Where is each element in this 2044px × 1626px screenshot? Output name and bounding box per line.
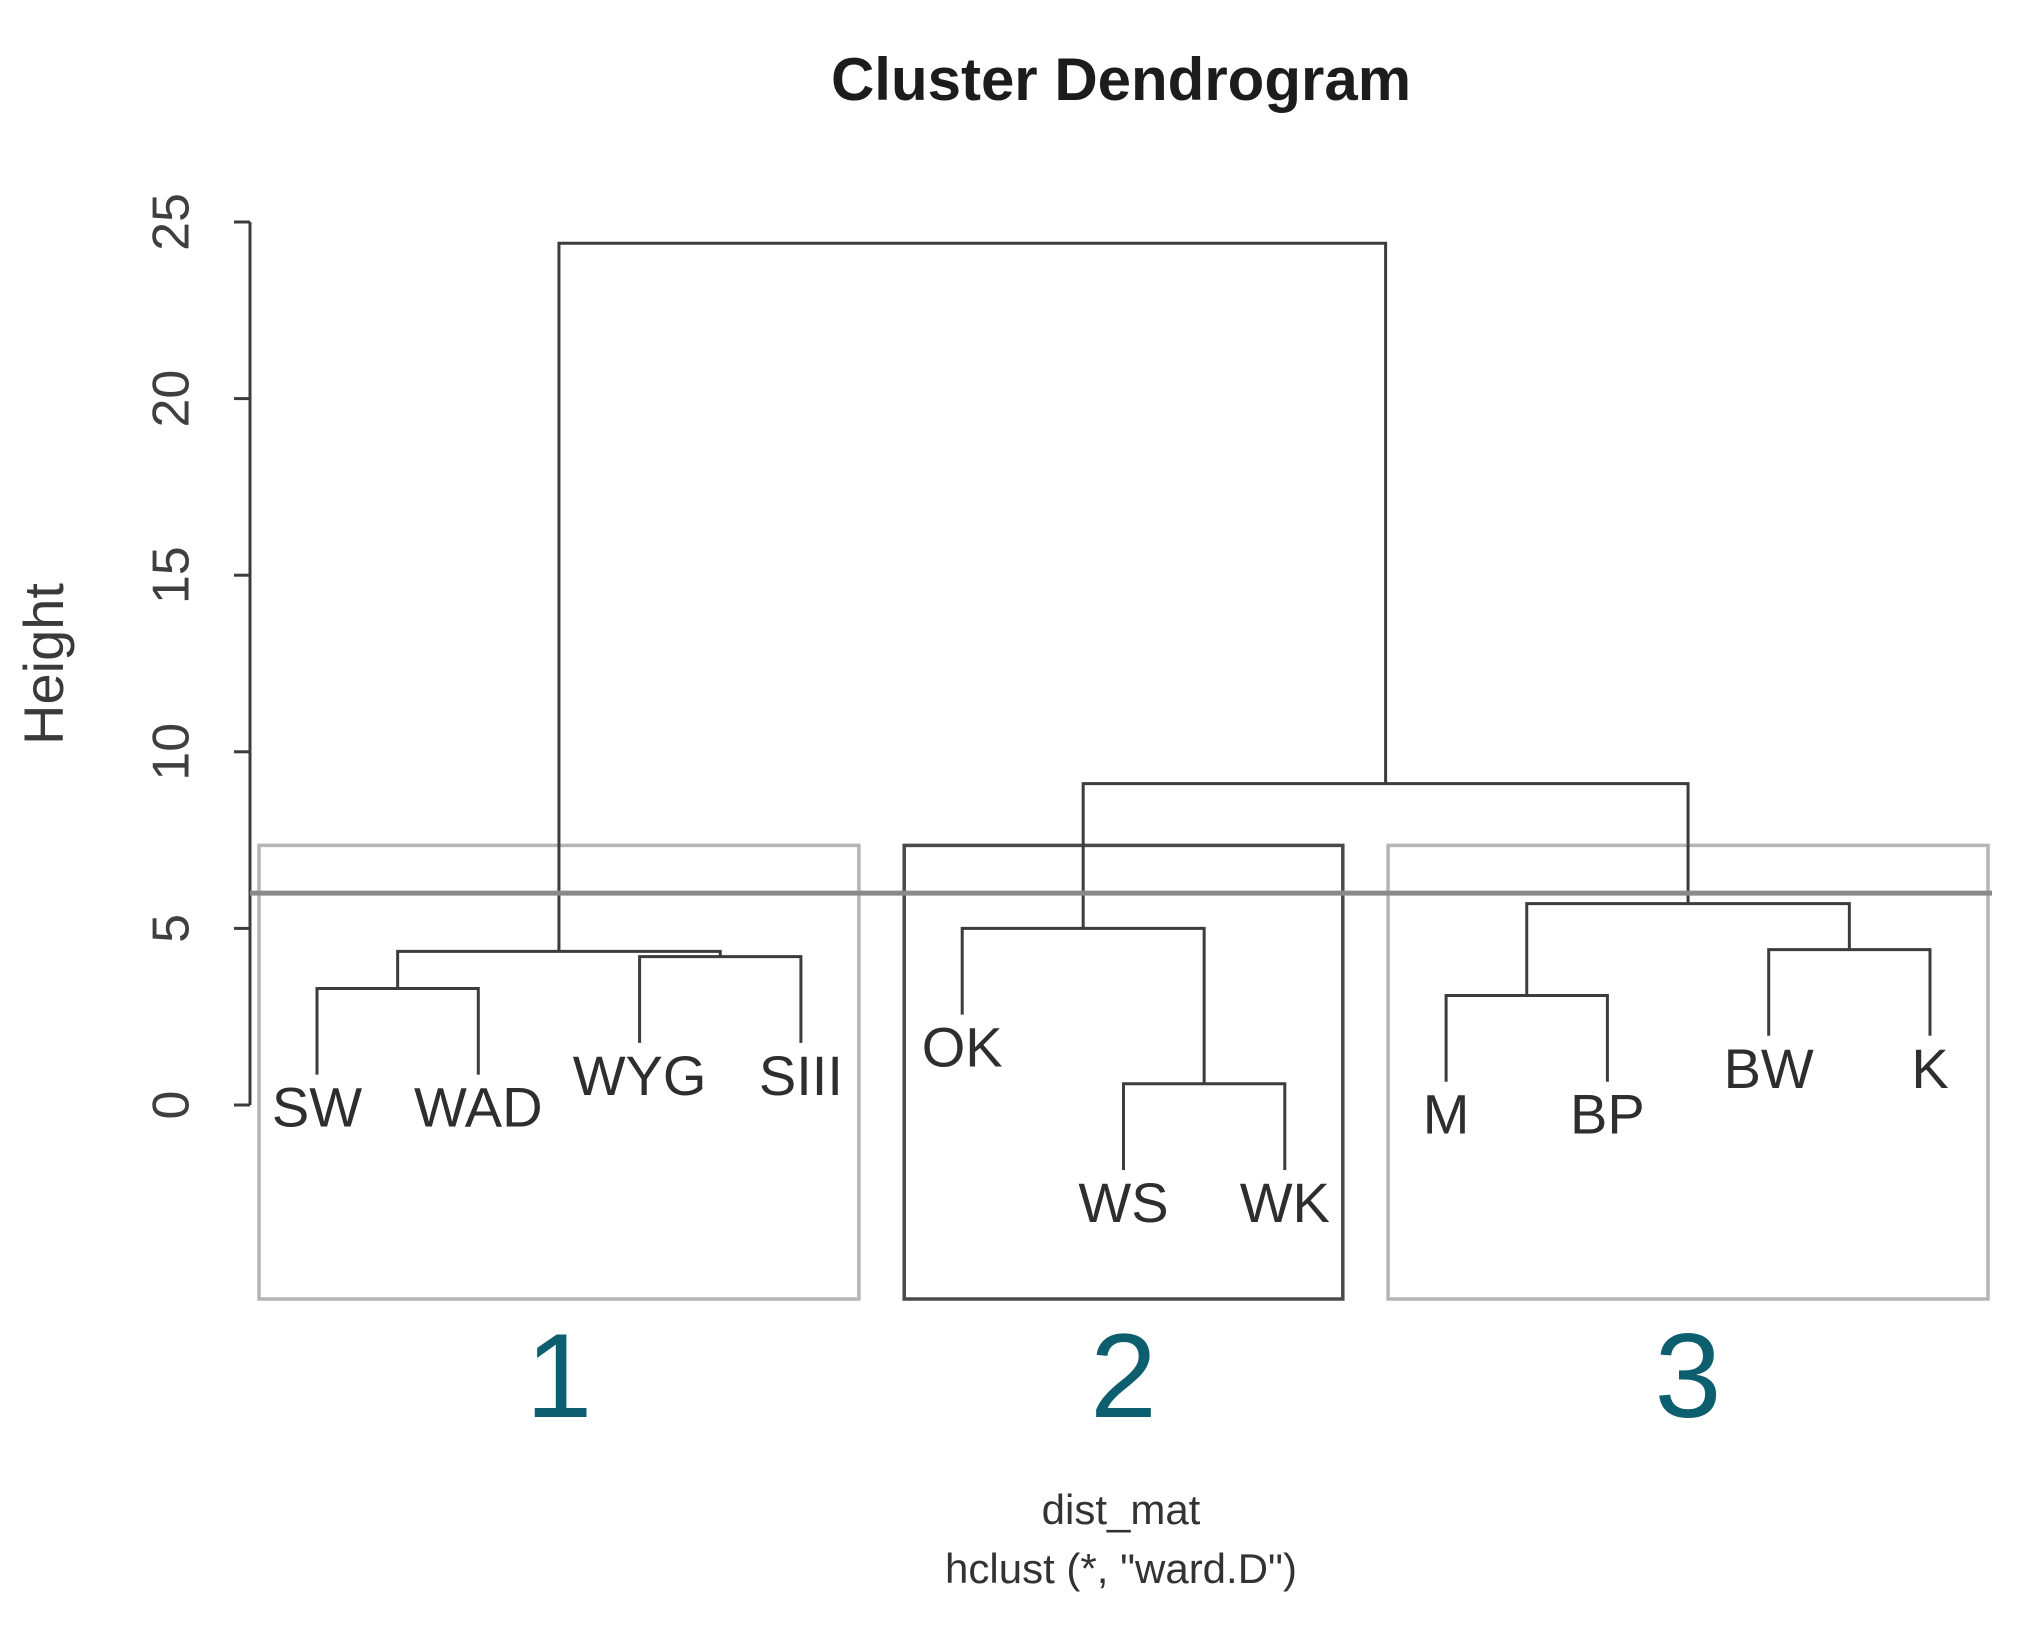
- y-axis-tick-label: 10: [143, 723, 201, 781]
- dendrogram-branch-n9: [1081, 782, 1690, 929]
- leaf-label: BW: [1724, 1037, 1814, 1100]
- cluster-box-3: [1386, 843, 1990, 1301]
- y-axis-tick-label: 20: [143, 370, 201, 428]
- cluster-number-label: 1: [526, 1309, 593, 1443]
- dendrogram-branch-n1: [315, 986, 480, 1075]
- leaf-label: WYG: [573, 1044, 707, 1107]
- leaf-label: SIII: [759, 1044, 843, 1107]
- leaf-label: K: [1911, 1037, 1948, 1100]
- leaf-label: WAD: [414, 1076, 543, 1139]
- leaf-label: WS: [1078, 1171, 1168, 1234]
- cluster-number-label: 3: [1655, 1309, 1722, 1443]
- caption-call: dist_mat: [1041, 1486, 1201, 1533]
- dendrogram-branch-n7: [1767, 948, 1932, 1036]
- dendrogram-branch-root: [557, 241, 1388, 952]
- y-axis-tick-label: 25: [143, 193, 201, 251]
- dendrogram-branch-n2: [638, 955, 803, 1043]
- leaf-label: WK: [1240, 1171, 1330, 1234]
- x-axis-caption: dist_mat hclust (*, "ward.D"): [250, 1480, 1992, 1598]
- cluster-number-label: 2: [1090, 1309, 1157, 1443]
- leaf-label: SW: [272, 1076, 362, 1139]
- leaf-label: BP: [1570, 1083, 1645, 1146]
- chart-title: Cluster Dendrogram: [830, 46, 1412, 113]
- caption-method: hclust (*, "ward.D"): [945, 1545, 1297, 1592]
- dendrogram-branch-n6: [1444, 994, 1609, 1082]
- dendrogram-branch-n4: [1122, 1082, 1287, 1170]
- y-axis-tick-label: 15: [143, 546, 201, 604]
- y-axis-tick-label: 0: [143, 1091, 201, 1120]
- leaf-label: OK: [922, 1016, 1003, 1079]
- y-axis-tick-label: 5: [143, 914, 201, 943]
- cluster-box-2: [902, 843, 1345, 1301]
- leaf-label: M: [1423, 1083, 1470, 1146]
